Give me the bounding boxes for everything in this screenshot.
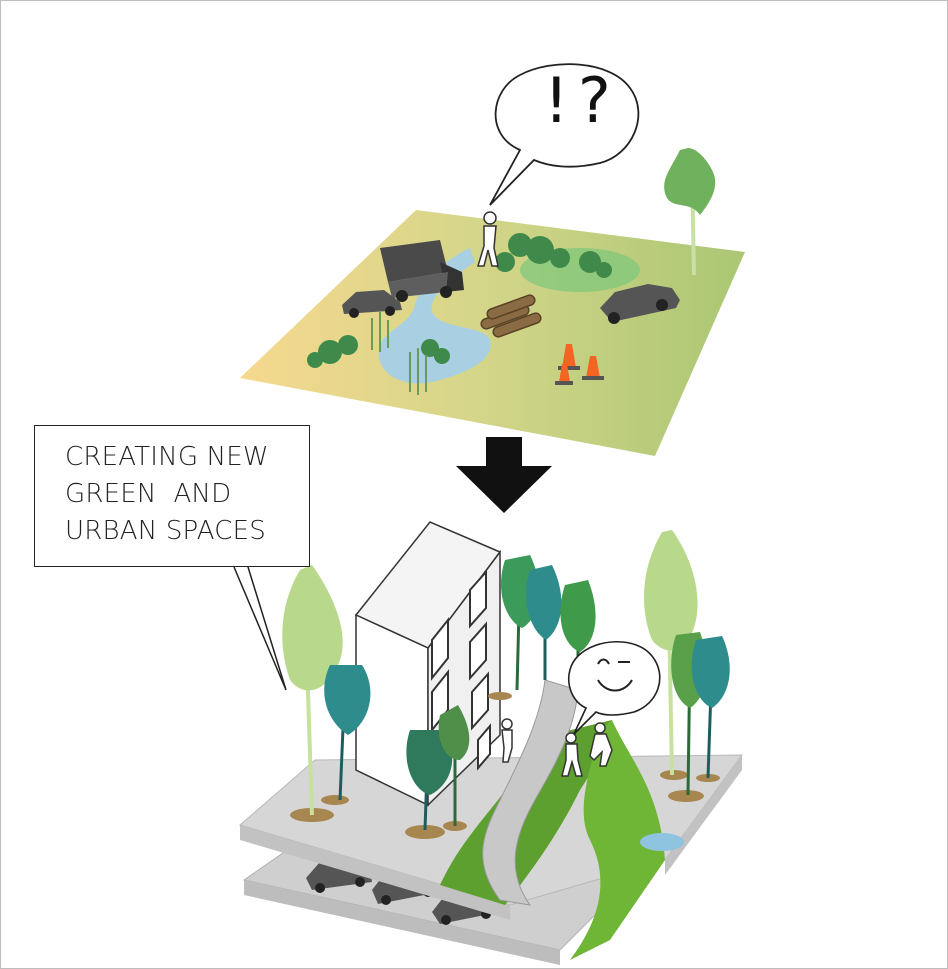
pine-tree-before [664,148,716,276]
truck [380,240,464,302]
confused-person [476,211,499,267]
apartment-building [354,521,502,807]
pedestrian-path [482,679,579,906]
callout-line-2: GREEN AND [65,479,232,509]
log-pile [480,294,542,338]
water-stream [378,248,491,384]
green-slope [570,720,665,960]
parked-car-right [600,284,680,324]
after-scene [233,521,743,965]
before-scene [240,63,745,456]
callout-pointer [233,566,287,691]
shrub-cluster [307,233,612,368]
callout-line-3: URBAN SPACES [65,516,266,546]
callout-line-1: CREATING NEW [65,442,269,472]
people-walking [501,718,613,777]
pond [640,833,684,851]
street-trees [282,530,730,831]
question-speech-bubble [489,63,640,206]
reed-cluster [371,312,427,395]
smiley-face-icon [597,658,633,692]
transition-arrow [456,437,552,513]
happy-speech-bubble [568,640,661,735]
question-bubble-text: !? [537,64,613,137]
parked-car-left [342,290,402,318]
caption-callout: CREATING NEW GREEN AND URBAN SPACES [34,425,310,567]
traffic-cones [555,344,604,385]
